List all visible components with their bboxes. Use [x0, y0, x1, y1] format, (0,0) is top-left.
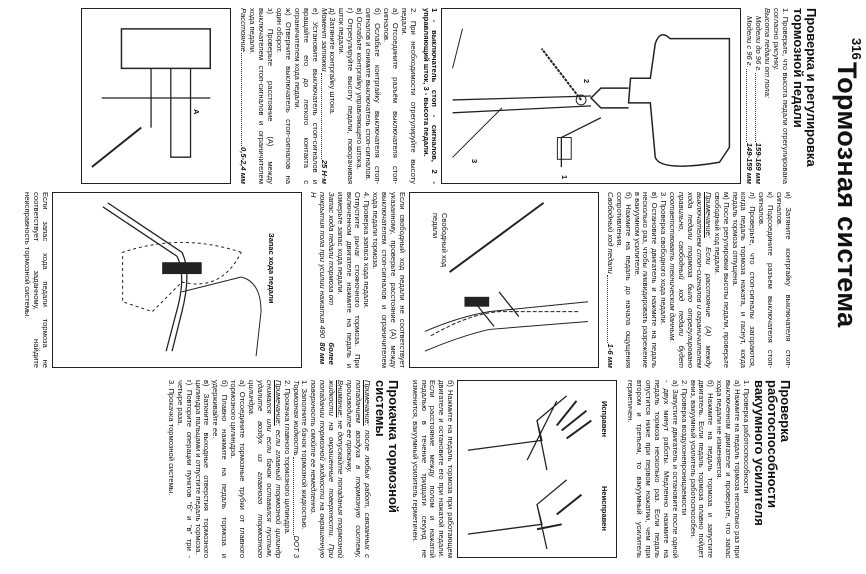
booster-figure: Исправен Неисправен [457, 380, 618, 558]
reserve-spec: Запас хода педали тормоза от покрытия по… [308, 192, 336, 365]
figure-label-ok: Исправен [600, 401, 610, 438]
paragraph: Отпустите рычаг стояночного тормоза. При… [335, 192, 363, 368]
brake-pedal-figure: 1 2 3 [441, 8, 742, 184]
paragraph: г) Отрегулируйте высоту педали, поворачи… [337, 8, 356, 184]
paragraph: 3. Проверка свободного хода педали. [659, 192, 669, 325]
paragraph: а) Нажмите на педаль тормоза несколько р… [715, 380, 743, 558]
paragraph: к) Подсоедините разъем выключателя стоп-… [757, 192, 776, 368]
pedal-reserve-figure: Запас хода педали [52, 192, 302, 368]
switch-drawing [90, 28, 211, 168]
figure-label-faulty: Неисправен [600, 486, 610, 531]
figure-label: Свободный ход педали [431, 213, 449, 268]
free-play-figure: Свободный ход педали [408, 192, 599, 368]
paragraph: в) Ослабьте контргайку управляющего шток… [355, 8, 365, 170]
spec-label: Высота педали от пола: [763, 8, 773, 99]
figure-label: 1 [560, 175, 570, 180]
paragraph: и) Затяните контргайку выключателя стоп-… [775, 192, 793, 368]
paragraph: 3. Прокачка тормозной системы. [166, 380, 176, 496]
paragraph: Если запас хода педали тормоза не соотве… [23, 192, 50, 368]
paragraph: Если свободный ход педали не соответству… [371, 192, 407, 368]
paragraph: в) Заткните выходные отверстия тормозног… [193, 380, 212, 558]
note: Примечание: после любых работ, связанных… [344, 380, 372, 558]
paragraph: а) Запустите двигатель и остановите посл… [626, 380, 680, 558]
free-play-drawing [424, 202, 589, 352]
paragraph: в) Остановите двигатель и нажмите на пед… [632, 192, 660, 368]
column-3: Проверка работоспособности вакуумного ус… [166, 380, 793, 558]
page-number: 316 [849, 38, 864, 60]
paragraph: б) Нажмите на педаль тормоза и запустите… [688, 380, 716, 558]
section-heading: Прокачка тормозной системы [372, 380, 401, 513]
section-heading: Проверка работоспособности вакуумного ус… [752, 380, 793, 526]
paragraph: 2. Проверка воздухонепроницаемости [679, 380, 689, 516]
paragraph: е) Установите выключатель стоп-сигналов … [292, 8, 320, 184]
paragraph: л) Проверьте, что стоп-сигналы загораютс… [730, 192, 758, 368]
paragraph: а) Отсоедините тормозные трубки от главн… [229, 380, 248, 558]
booster-drawing [468, 395, 593, 550]
paragraph: г) Повторите операции пунктов "б" и "в" … [175, 380, 194, 558]
paragraph: 1. Проверка работоспособности [742, 380, 751, 494]
paragraph: б) Нажмите на педаль до начала ощущения … [614, 192, 633, 368]
paragraph: 1. Проверьте, что высота педали отрегули… [772, 8, 790, 184]
switch-figure: A [80, 8, 231, 184]
paragraph: 1. Заполните бачок тормозной жидкостью. [300, 380, 310, 530]
spec-row: Модели до 96 г.159-169 мм [754, 16, 764, 184]
page-title: Тормозная система [832, 62, 862, 328]
paragraph: м) После регулировки высоты педали, пров… [712, 192, 731, 368]
paragraph: з) Проверьте расстояние (А) между выключ… [248, 8, 276, 184]
paragraph: 2. При необходимости отрегулируйте высот… [399, 8, 418, 184]
paragraph: 4. Проверка запаса хода педали. [362, 192, 372, 309]
paragraph: 2. Прокачка главного тормозного цилиндра… [282, 380, 292, 535]
spec-row: Модели с 96 г.149-159 мм [745, 16, 755, 184]
figure-label: A [191, 109, 201, 115]
note: Примечание: Если расстояние (А) между вы… [668, 192, 713, 368]
pedal-reserve-drawing [102, 202, 262, 357]
column-2: и) Затяните контргайку выключателя стоп-… [22, 192, 793, 368]
paragraph: б) Ослабьте контргайку выключателя стоп-… [364, 8, 383, 184]
warning: Внимание: не допускайте попадания тормоз… [309, 380, 346, 558]
note: Примечание: если главный тормозной цилин… [247, 380, 283, 558]
pedal-drawing [452, 28, 731, 168]
figure-label: 3 [470, 159, 480, 164]
column-1: Проверка и регулировка тормозной педали … [78, 8, 819, 184]
paragraph: д) Затяните контргайку штока. [328, 8, 338, 115]
section-heading: Проверка и регулировка тормозной педали [791, 8, 819, 167]
paragraph: б) Плавно нажмите на педаль тормоза и уд… [211, 380, 230, 558]
figure-caption: 1 - выключатель стоп - сигналов, 2 - упр… [421, 8, 440, 184]
figure-label: Запас хода педали [267, 233, 276, 304]
paragraph: а) Отсоедините разъём выключателя стоп-с… [381, 8, 400, 184]
figure-label: 2 [582, 79, 592, 84]
paragraph: ж) Отверните выключатель стоп-сигналов н… [275, 8, 293, 184]
paragraph: б) Нажмите на педаль тормоза при работаю… [410, 380, 456, 558]
